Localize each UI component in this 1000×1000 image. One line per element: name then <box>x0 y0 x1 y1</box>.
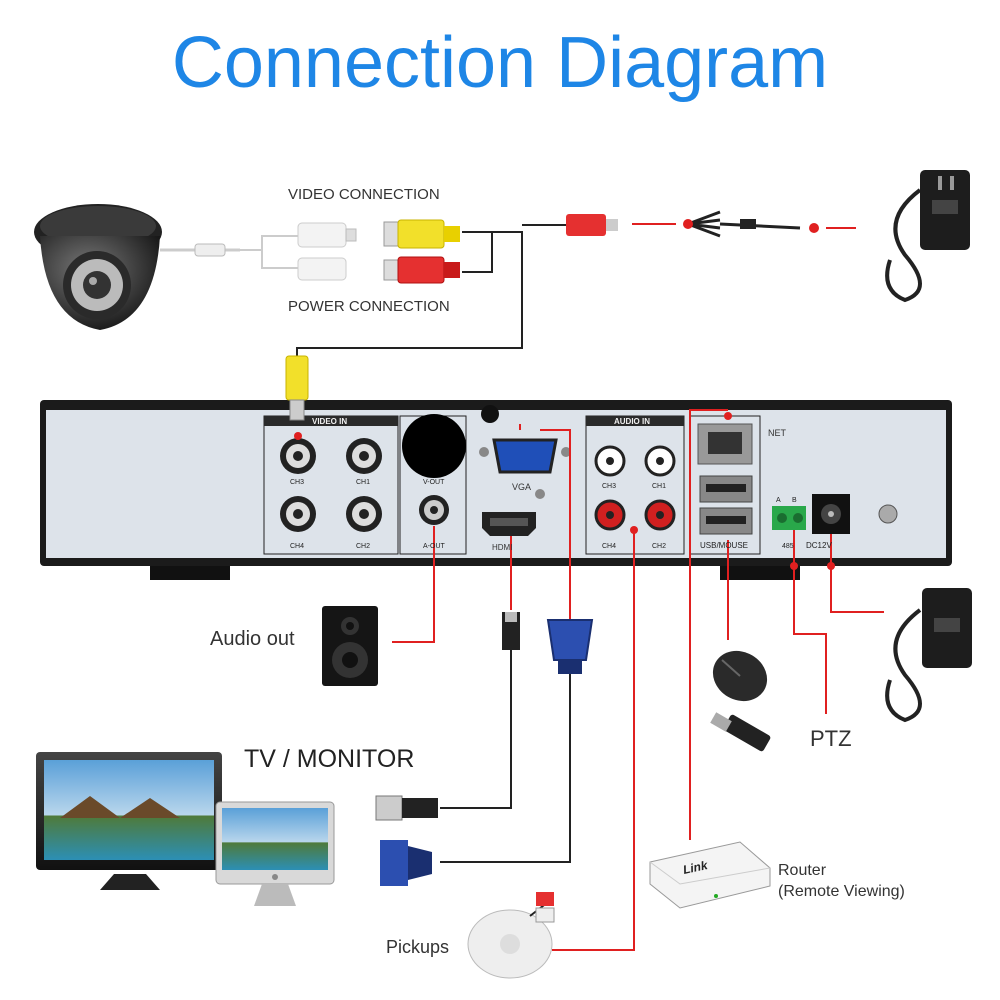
a-out-port[interactable] <box>419 495 449 525</box>
ch2-audio-label: CH2 <box>652 543 666 550</box>
bnc-socket-ch2[interactable] <box>346 496 382 532</box>
pickups-label: Pickups <box>386 937 450 957</box>
monitor-icon <box>215 801 335 906</box>
rca-yellow-plug-icon <box>285 355 309 421</box>
power-adapter-icon-2 <box>885 588 972 723</box>
router-sub-label: (Remote Viewing) <box>778 883 905 900</box>
power-splitter-icon <box>687 210 801 238</box>
dc12v-port[interactable] <box>812 494 850 534</box>
v-out-port[interactable] <box>402 414 466 478</box>
speaker-icon <box>322 606 378 686</box>
ground-screw-icon <box>878 504 898 524</box>
net-port[interactable] <box>697 423 753 465</box>
vga-label: VGA <box>512 482 531 492</box>
ptz-label: PTZ <box>810 726 852 751</box>
ch3-audio-label: CH3 <box>602 483 616 490</box>
vga-plug-icon <box>380 840 432 886</box>
net-label: NET <box>768 428 787 438</box>
audio-socket-ch1[interactable] <box>644 445 676 477</box>
dc-power-plug-icon <box>566 214 618 236</box>
mouse-icon <box>712 650 768 702</box>
hdmi-cable-icon <box>502 612 520 650</box>
video-connection-label: VIDEO CONNECTION <box>288 186 440 203</box>
dome-camera-icon <box>34 204 162 330</box>
power-adapter-icon <box>885 170 970 303</box>
a-label: A <box>776 497 781 504</box>
audio-socket-ch3[interactable] <box>594 445 626 477</box>
tv-monitor-label: TV / MONITOR <box>244 745 415 773</box>
ch2-label: CH2 <box>356 543 370 550</box>
usb-port-1[interactable] <box>699 475 753 503</box>
usb-dongle-icon <box>710 712 771 752</box>
video-in-label: VIDEO IN <box>312 417 347 426</box>
dvr-recorder <box>40 400 952 580</box>
rs485-terminal[interactable] <box>772 506 806 530</box>
a-out-label: A-OUT <box>423 543 446 550</box>
router-label: Router <box>778 862 827 879</box>
power-connection-label: POWER CONNECTION <box>288 298 450 315</box>
vga-port[interactable] <box>479 438 571 474</box>
ch4-audio-label: CH4 <box>602 543 616 550</box>
v-out-label: V-OUT <box>423 479 445 486</box>
rca-yellow-connector-icon <box>383 219 460 249</box>
bnc-socket-ch4[interactable] <box>280 496 316 532</box>
ch4-label: CH4 <box>290 543 304 550</box>
dc-red-connector-icon <box>383 256 460 284</box>
audio-out-label: Audio out <box>210 628 295 650</box>
microphone-icon <box>467 892 555 979</box>
audio-socket-ch2[interactable] <box>644 499 676 531</box>
audio-socket-ch4[interactable] <box>594 499 626 531</box>
router-icon: Link <box>649 841 771 909</box>
audio-in-label: AUDIO IN <box>614 417 650 426</box>
router-brand: Link <box>682 858 710 877</box>
hdmi-label: HDMI <box>492 543 512 552</box>
ch1-label: CH1 <box>356 479 370 486</box>
diagram-title: Connection Diagram <box>171 23 829 103</box>
bnc-white-connector-icon <box>297 222 357 281</box>
rs485-label: 485 <box>782 543 794 550</box>
usb-port-2[interactable] <box>699 507 753 535</box>
tv-icon <box>36 752 222 890</box>
b-label: B <box>792 497 797 504</box>
hdmi-plug-icon <box>375 795 438 821</box>
bnc-socket-ch3[interactable] <box>280 438 316 474</box>
dc12v-label: DC12V <box>806 541 832 550</box>
bnc-socket-ch1[interactable] <box>346 438 382 474</box>
ch1-audio-label: CH1 <box>652 483 666 490</box>
vga-cable-icon <box>546 619 594 674</box>
hdmi-port[interactable] <box>482 512 536 536</box>
usb-mouse-label: USB/MOUSE <box>700 541 748 550</box>
ch3-label: CH3 <box>290 479 304 486</box>
